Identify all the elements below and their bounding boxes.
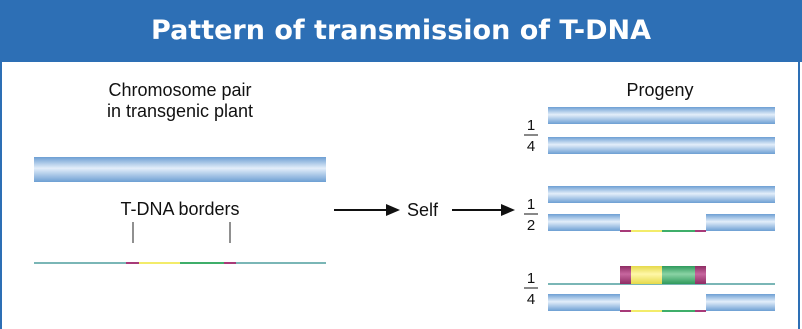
progeny-bottom-chromosome-insert — [548, 266, 775, 285]
progeny-bottom-chromosome-with-gap — [548, 294, 775, 312]
left-heading-line2: in transgenic plant — [107, 101, 253, 121]
fraction-bottom-numerator: 1 — [527, 270, 535, 287]
progeny-bottom-right-arm — [706, 294, 775, 311]
progeny-heading: Progeny — [626, 80, 693, 100]
tdna-green-block — [662, 266, 695, 284]
progeny-middle-left-arm — [548, 214, 620, 231]
fraction-top-denominator: 4 — [527, 138, 535, 155]
progeny-middle-chromosome-intact — [548, 186, 775, 203]
parent-chromosome-intact — [34, 157, 326, 182]
progeny-top-chromosome-1 — [548, 107, 775, 124]
progeny-top-chromosome-2 — [548, 137, 775, 154]
tdna-borders-label: T-DNA borders — [120, 199, 239, 219]
tdna-left-border-block — [620, 266, 631, 284]
left-heading-line1: Chromosome pair — [108, 80, 251, 100]
arrow-to-self-head — [386, 204, 400, 216]
fraction-middle-numerator: 1 — [527, 196, 535, 213]
fraction-middle: 1 2 — [524, 196, 538, 234]
arrow-to-progeny-head — [501, 204, 515, 216]
self-label: Self — [407, 200, 439, 220]
tdna-right-border-block — [695, 266, 706, 284]
progeny-bottom-left-arm — [548, 294, 620, 311]
fraction-top-numerator: 1 — [527, 117, 535, 134]
fraction-top: 1 4 — [524, 117, 538, 155]
figure-title: Pattern of transmission of T-DNA — [0, 0, 802, 62]
fraction-bottom-denominator: 4 — [527, 291, 535, 308]
fraction-middle-denominator: 2 — [527, 217, 535, 234]
fraction-bottom: 1 4 — [524, 270, 538, 308]
progeny-middle-right-arm — [706, 214, 775, 231]
tdna-yellow-block — [631, 266, 662, 284]
progeny-middle-chromosome-with-gap — [548, 214, 775, 232]
